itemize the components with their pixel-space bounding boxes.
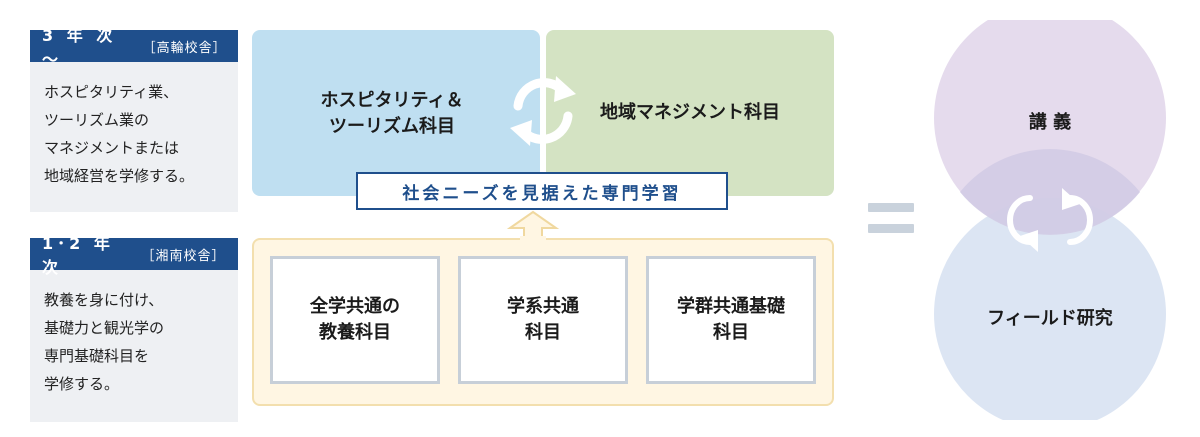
hospitality-tourism-label: ホスピタリティ＆ ツーリズム科目: [320, 90, 464, 137]
field-research-label: フィールド研究: [987, 308, 1113, 329]
year-1-2-header: 1･2 年 次 ［湘南校舎］: [30, 234, 238, 277]
year-1-2-label: 1･2 年 次: [42, 234, 114, 277]
banner-text: 社会ニーズを見据えた専門学習: [402, 183, 682, 204]
venn-diagram: [934, 20, 1166, 420]
regional-management-box: [546, 30, 834, 196]
year-3-header: 3 年 次 〜 ［高輪校舎］: [30, 26, 238, 69]
hospitality-tourism-box: [252, 30, 540, 196]
year-1-2-campus: ［湘南校舎］: [141, 248, 226, 264]
year-3-label: 3 年 次 〜: [42, 26, 117, 69]
specialized-study-banner: 社会ニーズを見据えた専門学習: [356, 172, 728, 210]
upper-arrow-cover: [520, 236, 546, 242]
year-3-panel: 3 年 次 〜 ［高輪校舎］ ホスピタリティ業、 ツーリズム業の マネジメントま…: [30, 26, 238, 212]
regional-management-label: 地域マネジメント科目: [600, 102, 780, 123]
year-1-2-description: 教養を身に付け、 基礎力と観光学の 専門基礎科目を 学修する。: [30, 270, 238, 422]
year-1-2-panel: 1･2 年 次 ［湘南校舎］ 教養を身に付け、 基礎力と観光学の 専門基礎科目を…: [30, 234, 238, 422]
cycle-arrows-icon: [510, 76, 576, 146]
year-3-description: ホスピタリティ業、 ツーリズム業の マネジメントまたは 地域経営を学修する。: [30, 62, 238, 212]
field-research-circle: [934, 198, 1166, 420]
college-foundation-card: 学群共通基礎 科目: [646, 256, 816, 384]
venn-cycle-right-icon: [1067, 195, 1093, 245]
equals-sign-top: [868, 203, 914, 212]
general-education-card: 全学共通の 教養科目: [270, 256, 440, 384]
school-common-card: 学系共通 科目: [458, 256, 628, 384]
lecture-label: 講 義: [1028, 112, 1072, 133]
up-arrow-icon: [506, 210, 560, 240]
venn-cycle-left-icon: [1007, 195, 1033, 245]
year-3-campus: ［高輪校舎］: [142, 40, 227, 56]
equals-sign-bottom: [868, 224, 914, 233]
